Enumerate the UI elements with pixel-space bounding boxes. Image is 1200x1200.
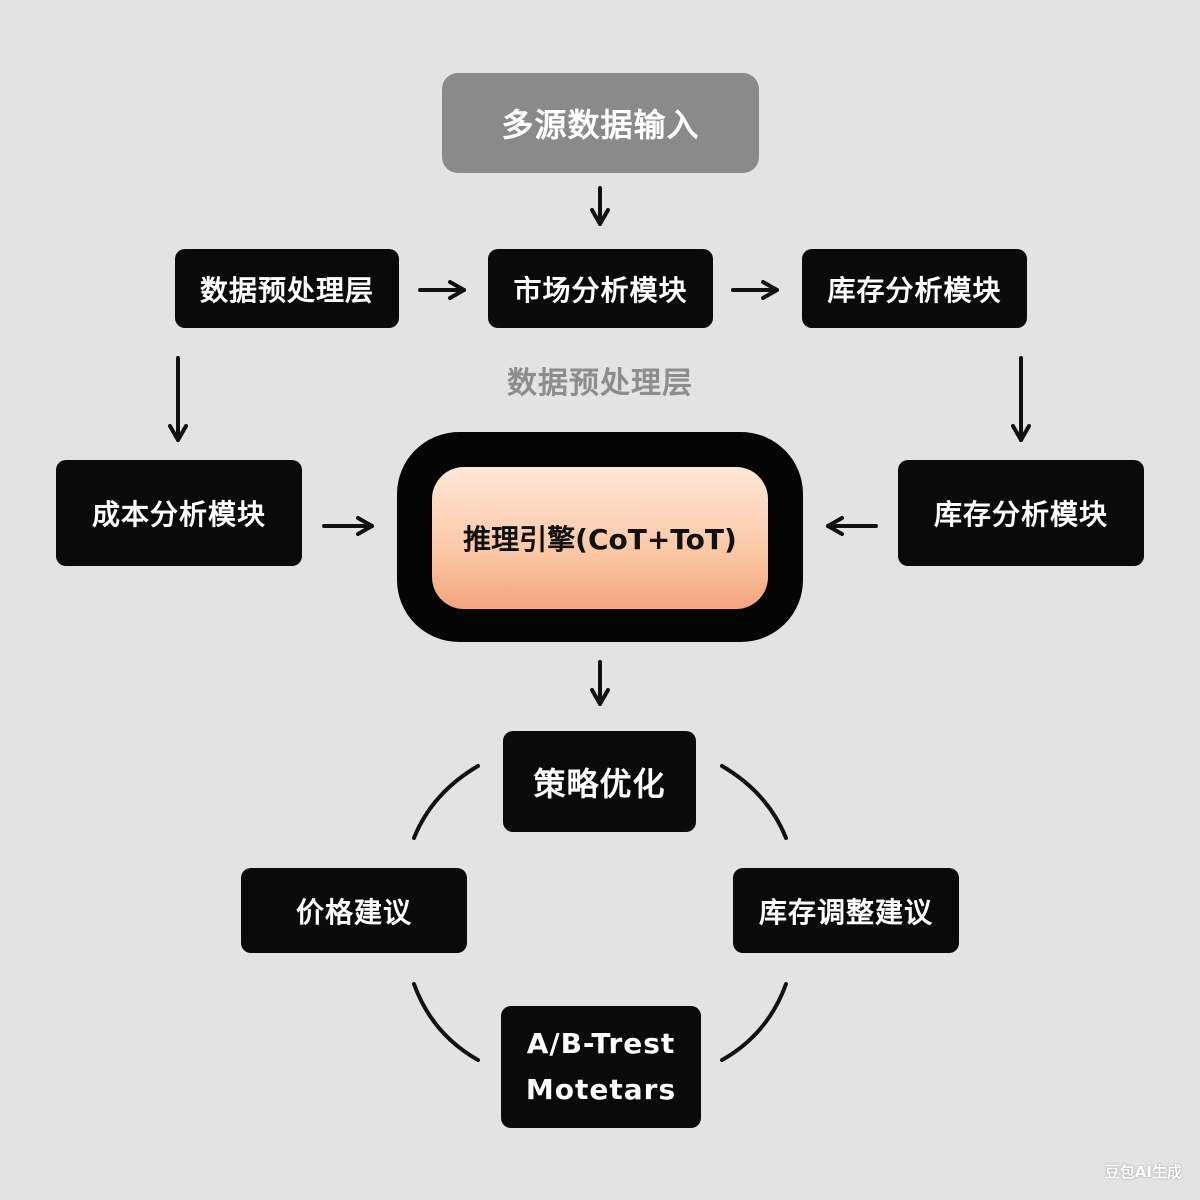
price-suggestion-node: 价格建议 [241, 868, 467, 953]
cycle-arc-top-left [412, 764, 480, 840]
inventory-adjustment-label: 库存调整建议 [758, 895, 933, 929]
market-analysis-node: 市场分析模块 [488, 249, 713, 328]
preprocess-layer-node: 数据预处理层 [175, 249, 399, 328]
inventory-analysis-top-label: 库存分析模块 [827, 273, 1002, 307]
cycle-arc-bottom-right [720, 982, 788, 1062]
ab-test-node: A/B-Trest Motetars [501, 1006, 701, 1128]
inventory-analysis-right-node: 库存分析模块 [898, 460, 1144, 566]
cycle-arc-top-right [720, 764, 788, 840]
price-suggestion-label: 价格建议 [295, 895, 412, 929]
ab-test-label-line2: Motetars [525, 1073, 677, 1106]
strategy-optimization-label: 策略优化 [533, 764, 666, 803]
strategy-optimization-node: 策略优化 [503, 731, 696, 832]
middle-caption: 数据预处理层 [507, 366, 693, 401]
inventory-analysis-top-node: 库存分析模块 [802, 249, 1027, 328]
cost-analysis-node: 成本分析模块 [56, 460, 302, 566]
cost-analysis-label: 成本分析模块 [91, 498, 266, 531]
reasoning-engine-node: 推理引擎(CoT+ToT) [432, 467, 768, 609]
market-analysis-label: 市场分析模块 [513, 273, 688, 307]
inventory-adjustment-node: 库存调整建议 [733, 868, 959, 953]
inventory-analysis-right-label: 库存分析模块 [933, 498, 1108, 531]
watermark: 豆包AI生成 [1104, 1163, 1182, 1181]
preprocess-layer-label: 数据预处理层 [199, 273, 374, 307]
reasoning-engine-label: 推理引擎(CoT+ToT) [463, 523, 737, 556]
ab-test-label-line1: A/B-Trest [526, 1027, 676, 1060]
multi-source-input-label: 多源数据输入 [501, 106, 700, 144]
cycle-arc-bottom-left [412, 982, 480, 1062]
multi-source-input-node: 多源数据输入 [442, 73, 759, 173]
